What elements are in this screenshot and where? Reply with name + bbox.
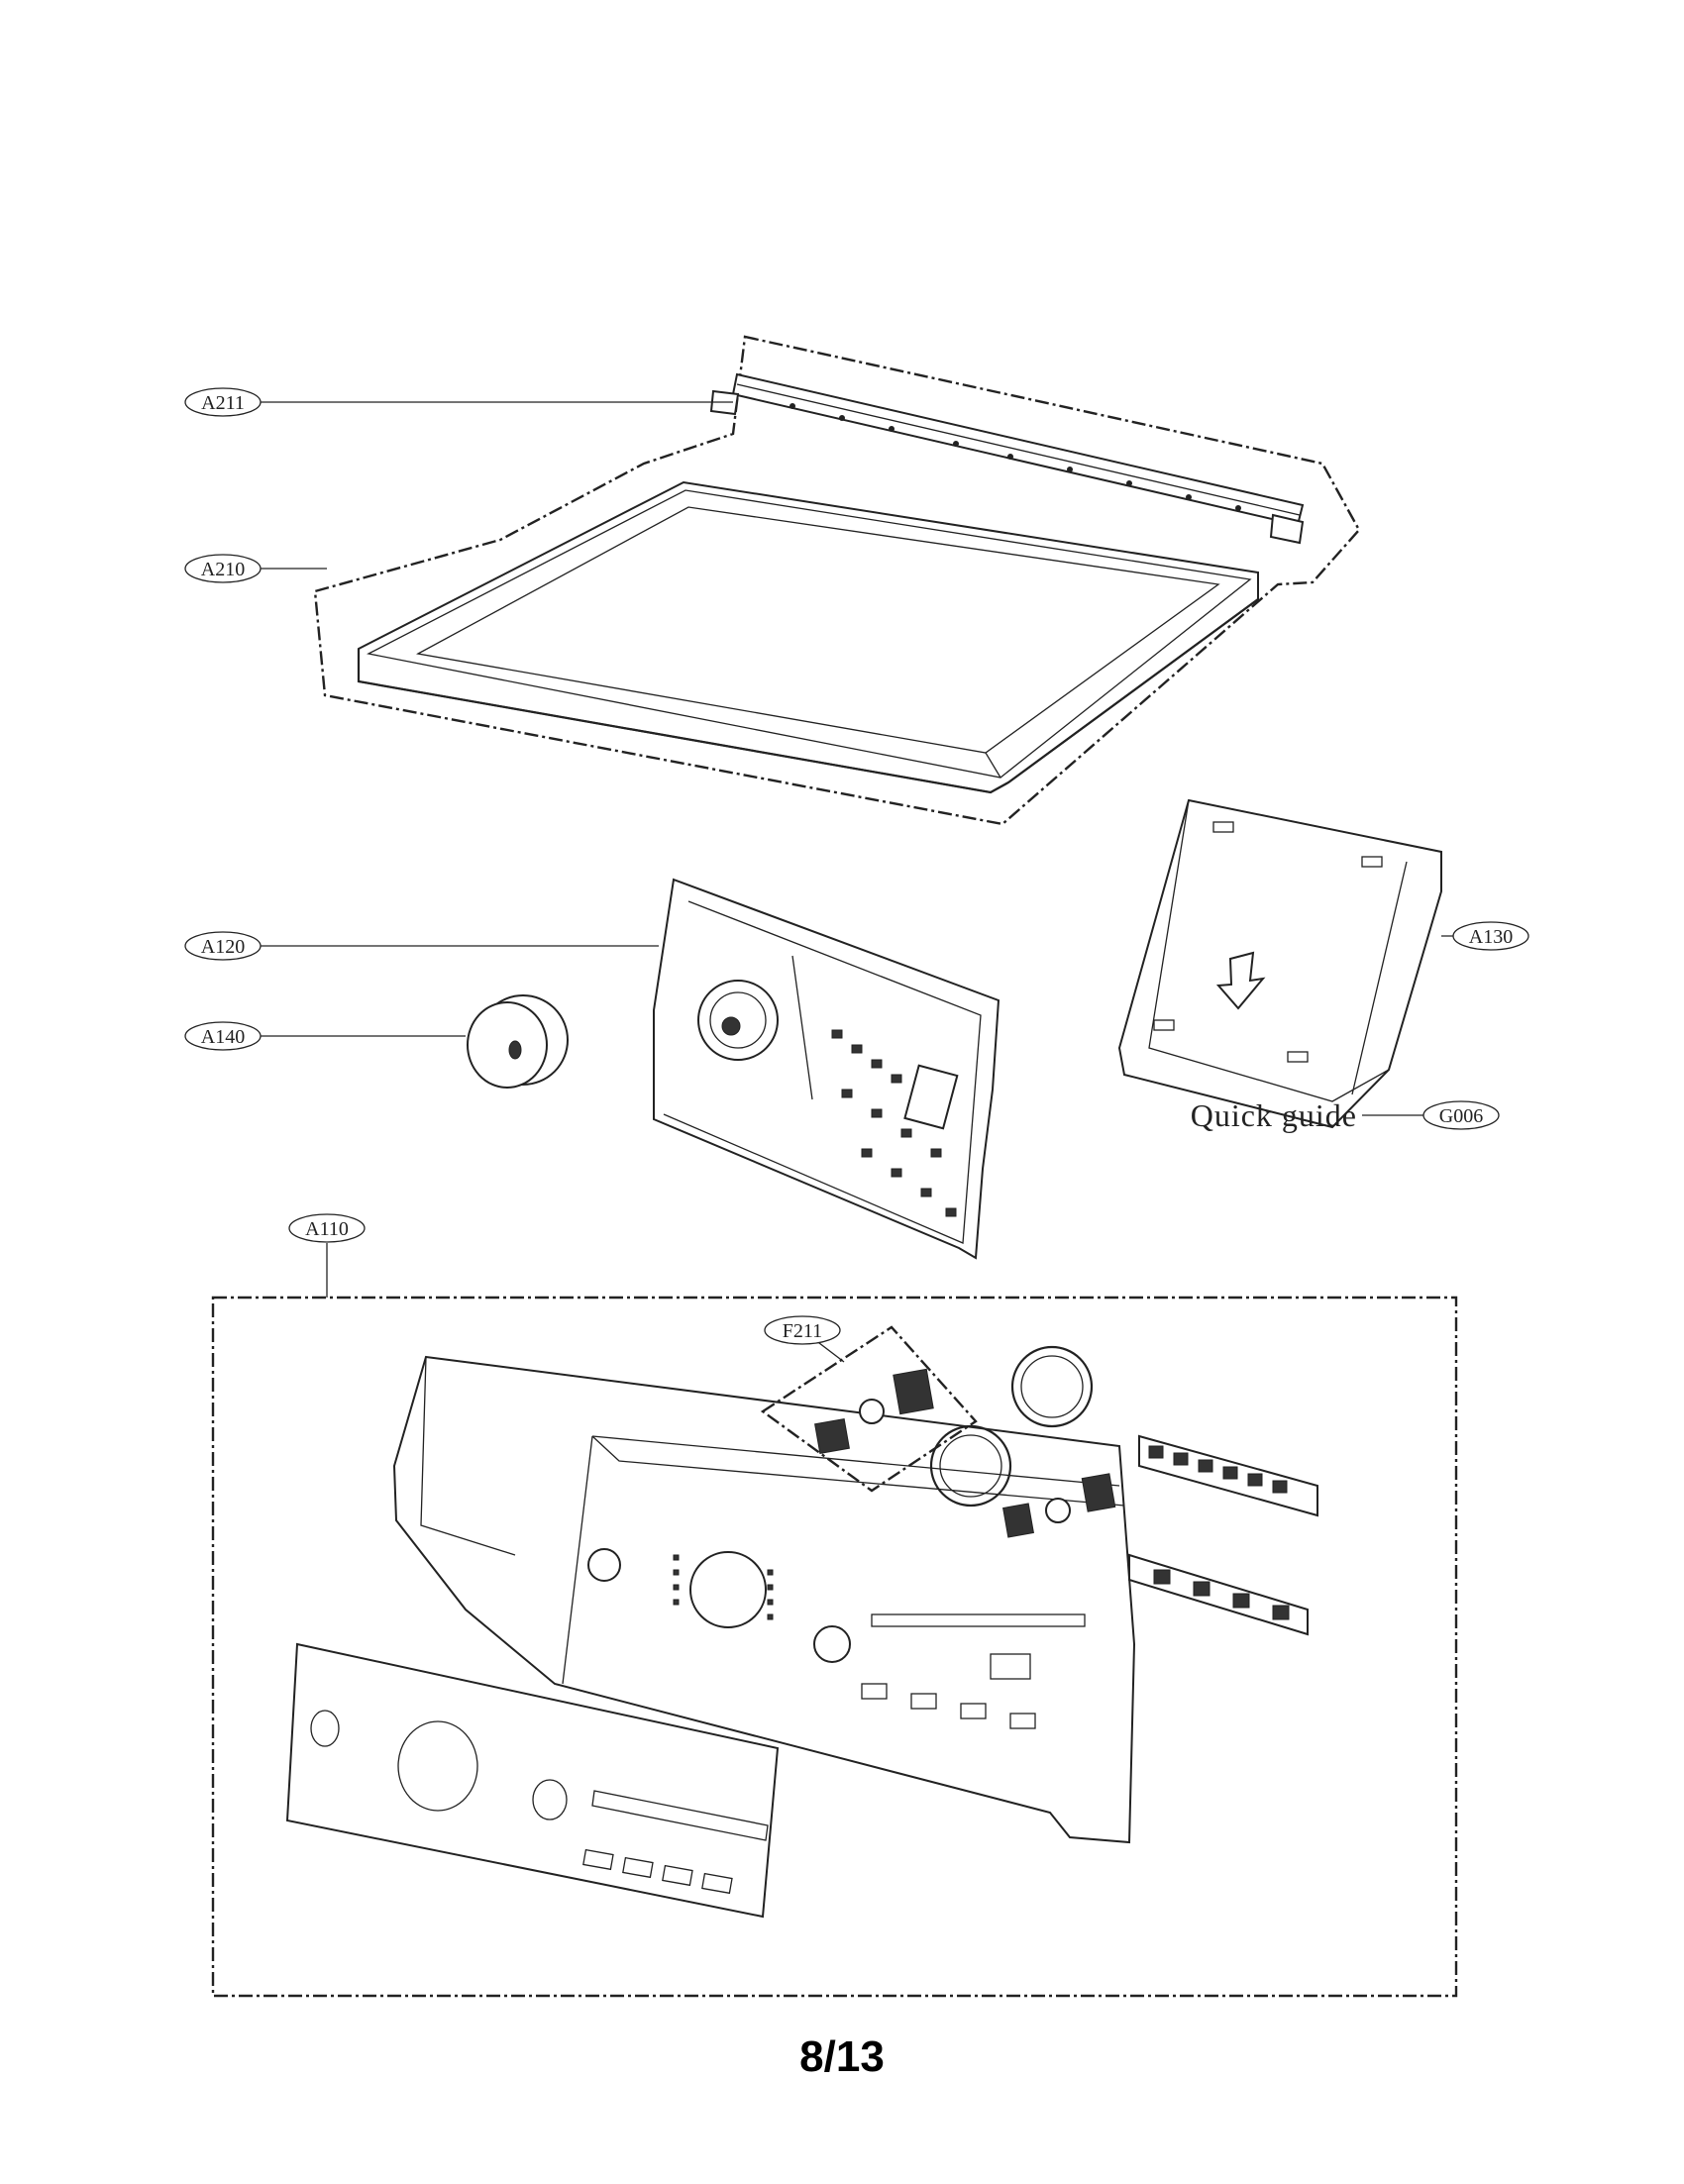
svg-text:A210: A210 — [201, 559, 245, 580]
svg-text:F211: F211 — [783, 1320, 822, 1342]
callout-a211: A211 — [184, 387, 262, 417]
top-cover-group — [313, 335, 1361, 826]
callout-a120: A120 — [184, 931, 262, 961]
svg-text:A211: A211 — [201, 392, 245, 414]
rear-strip-part — [709, 372, 1305, 545]
page-number: 8/13 — [799, 2032, 885, 2081]
callout-a140: A140 — [184, 1021, 262, 1051]
knob-bezel-group — [760, 1325, 978, 1493]
callout-a110: A110 — [288, 1213, 366, 1243]
svg-text:A140: A140 — [201, 1026, 245, 1048]
knob-part — [467, 994, 569, 1089]
callout-f211: F211 — [764, 1315, 841, 1345]
main-board-cover-part — [1117, 798, 1442, 1129]
svg-text:A110: A110 — [305, 1218, 349, 1240]
callout-labels: A211 A210 A120 A140 A130 G006 A110 F211 — [184, 387, 1529, 1345]
decor-plate-part — [285, 1642, 780, 1919]
selector-rings-part — [929, 1345, 1116, 1538]
button-strips-part — [1128, 1434, 1318, 1636]
callout-a210: A210 — [184, 554, 262, 583]
svg-text:A130: A130 — [1469, 926, 1513, 948]
control-board-part — [653, 878, 1000, 1260]
top-panel-part — [357, 480, 1259, 794]
callout-g006: G006 — [1422, 1100, 1500, 1130]
svg-text:A120: A120 — [201, 936, 245, 958]
svg-text:G006: G006 — [1439, 1105, 1483, 1127]
callout-a130: A130 — [1452, 921, 1529, 951]
control-panel-group-boundary — [211, 1296, 1458, 1998]
quick-guide-label: Quick guide — [1191, 1097, 1357, 1133]
